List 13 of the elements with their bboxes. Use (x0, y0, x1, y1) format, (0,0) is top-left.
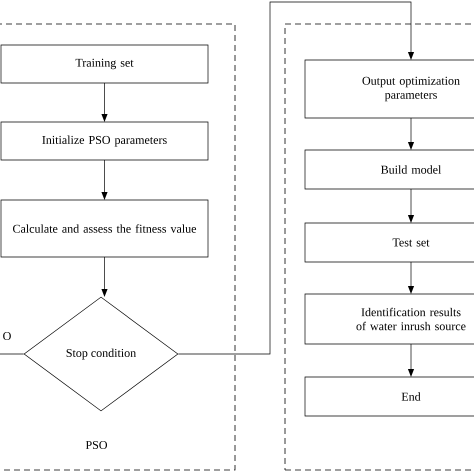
process-box: Identification results of water inrush source (304, 294, 474, 344)
process-box: Training set (0, 44, 208, 84)
process-box: Calculate and assess the fitness value (0, 200, 208, 258)
process-box: Test set (304, 222, 474, 262)
process-box: Output optimization parameters (304, 60, 474, 118)
process-box: End (304, 376, 474, 416)
dashed-panel (0, 24, 236, 470)
edge-label: O (2, 330, 12, 342)
process-box: Initialize PSO parameters (0, 122, 208, 160)
arrow (178, 2, 414, 354)
process-box: Build model (304, 150, 474, 190)
panel-title: PSO (86, 440, 107, 450)
dashed-panel (284, 24, 474, 470)
